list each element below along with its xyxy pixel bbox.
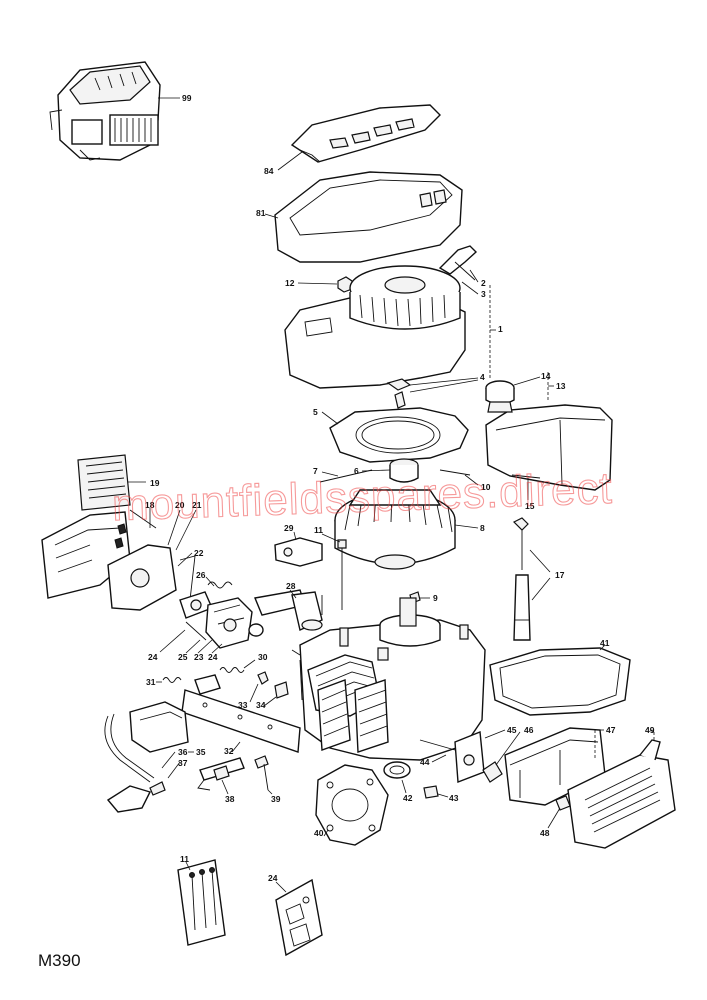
engine-assembly-thumbnail bbox=[49, 61, 180, 161]
callout-13: 13 bbox=[556, 381, 566, 391]
callout-10: 10 bbox=[481, 482, 491, 492]
recoil-starter-assembly bbox=[284, 245, 496, 389]
callout-24-b: 24 bbox=[208, 652, 218, 662]
callout-4: 4 bbox=[480, 372, 485, 382]
callout-17: 17 bbox=[555, 570, 565, 580]
starter-pawls bbox=[386, 377, 479, 409]
control-bracket bbox=[274, 531, 347, 610]
callout-42: 42 bbox=[403, 793, 413, 803]
callout-44: 44 bbox=[420, 757, 430, 767]
callout-14: 14 bbox=[541, 371, 551, 381]
callout-41: 41 bbox=[600, 638, 610, 648]
callout-31: 31 bbox=[146, 677, 156, 687]
muffler-guard bbox=[547, 729, 676, 849]
callout-25: 25 bbox=[178, 652, 188, 662]
blower-housing-plate bbox=[321, 407, 469, 463]
callout-36: 36 bbox=[178, 747, 188, 757]
inset-bolts bbox=[177, 859, 226, 946]
callout-34: 34 bbox=[256, 700, 266, 710]
callout-26: 26 bbox=[196, 570, 206, 580]
callout-1: 1 bbox=[498, 324, 503, 334]
callout-48: 48 bbox=[540, 828, 550, 838]
fuel-tank bbox=[485, 372, 613, 500]
callout-28: 28 bbox=[286, 581, 296, 591]
callout-81: 81 bbox=[256, 208, 266, 218]
callout-15: 15 bbox=[525, 501, 535, 511]
callout-29: 29 bbox=[284, 523, 294, 533]
governor-linkage bbox=[205, 576, 323, 631]
spark-plug bbox=[197, 757, 245, 795]
callout-45: 45 bbox=[507, 725, 517, 735]
callout-11: 11 bbox=[314, 525, 323, 535]
callout-19: 19 bbox=[150, 478, 160, 488]
callout-39: 39 bbox=[271, 794, 281, 804]
callout-46: 46 bbox=[524, 725, 534, 735]
callout-5: 5 bbox=[313, 407, 318, 417]
ignition-coil bbox=[104, 701, 194, 813]
callout-6: 6 bbox=[354, 466, 359, 476]
cap-nut bbox=[297, 276, 353, 293]
oil-seal bbox=[383, 761, 411, 794]
callout-38: 38 bbox=[225, 794, 235, 804]
cover-grille bbox=[277, 104, 441, 171]
callout-7: 7 bbox=[313, 466, 318, 476]
callout-35: 35 bbox=[196, 747, 206, 757]
callout-22: 22 bbox=[194, 548, 204, 558]
callout-84: 84 bbox=[264, 166, 274, 176]
callout-12: 12 bbox=[285, 278, 295, 288]
engine-shroud bbox=[264, 171, 463, 263]
crankcase-cylinder-block bbox=[291, 597, 486, 761]
callout-33: 33 bbox=[238, 700, 248, 710]
callout-40: 40 bbox=[314, 828, 324, 838]
callout-3: 3 bbox=[481, 289, 486, 299]
carburettor bbox=[159, 591, 264, 654]
callout-9: 9 bbox=[433, 593, 438, 603]
inset-gasket-set bbox=[275, 878, 323, 957]
diagram-code-label: M390 bbox=[38, 951, 81, 970]
callout-49: 49 bbox=[645, 725, 655, 735]
callout-47: 47 bbox=[606, 725, 616, 735]
callout-20: 20 bbox=[175, 500, 185, 510]
callout-2: 2 bbox=[481, 278, 486, 288]
governor-springs bbox=[156, 659, 289, 707]
callout-21: 21 bbox=[192, 500, 202, 510]
coil-bolt bbox=[254, 755, 273, 795]
inset-label-11: 11 bbox=[180, 854, 189, 864]
air-filter-assembly bbox=[41, 454, 197, 611]
flywheel-assembly bbox=[319, 458, 479, 570]
callout-23: 23 bbox=[194, 652, 204, 662]
sump-gasket bbox=[489, 644, 631, 716]
callout-99: 99 bbox=[182, 93, 192, 103]
watermark-text: mountfieldsspares.direct bbox=[111, 464, 613, 530]
dipstick-tube bbox=[512, 517, 551, 641]
callout-43: 43 bbox=[449, 793, 459, 803]
control-plate bbox=[181, 689, 301, 753]
exhaust-gasket-plate bbox=[454, 729, 521, 783]
callout-30: 30 bbox=[258, 652, 268, 662]
callout-8: 8 bbox=[480, 523, 485, 533]
leader-44 bbox=[431, 754, 447, 763]
callout-32: 32 bbox=[224, 746, 234, 756]
callout-24-a: 24 bbox=[148, 652, 158, 662]
inset-label-24: 24 bbox=[268, 873, 278, 883]
head-gasket bbox=[315, 764, 389, 846]
callout-37: 37 bbox=[178, 758, 188, 768]
callout-18: 18 bbox=[145, 500, 155, 510]
drain-plug bbox=[423, 785, 449, 799]
